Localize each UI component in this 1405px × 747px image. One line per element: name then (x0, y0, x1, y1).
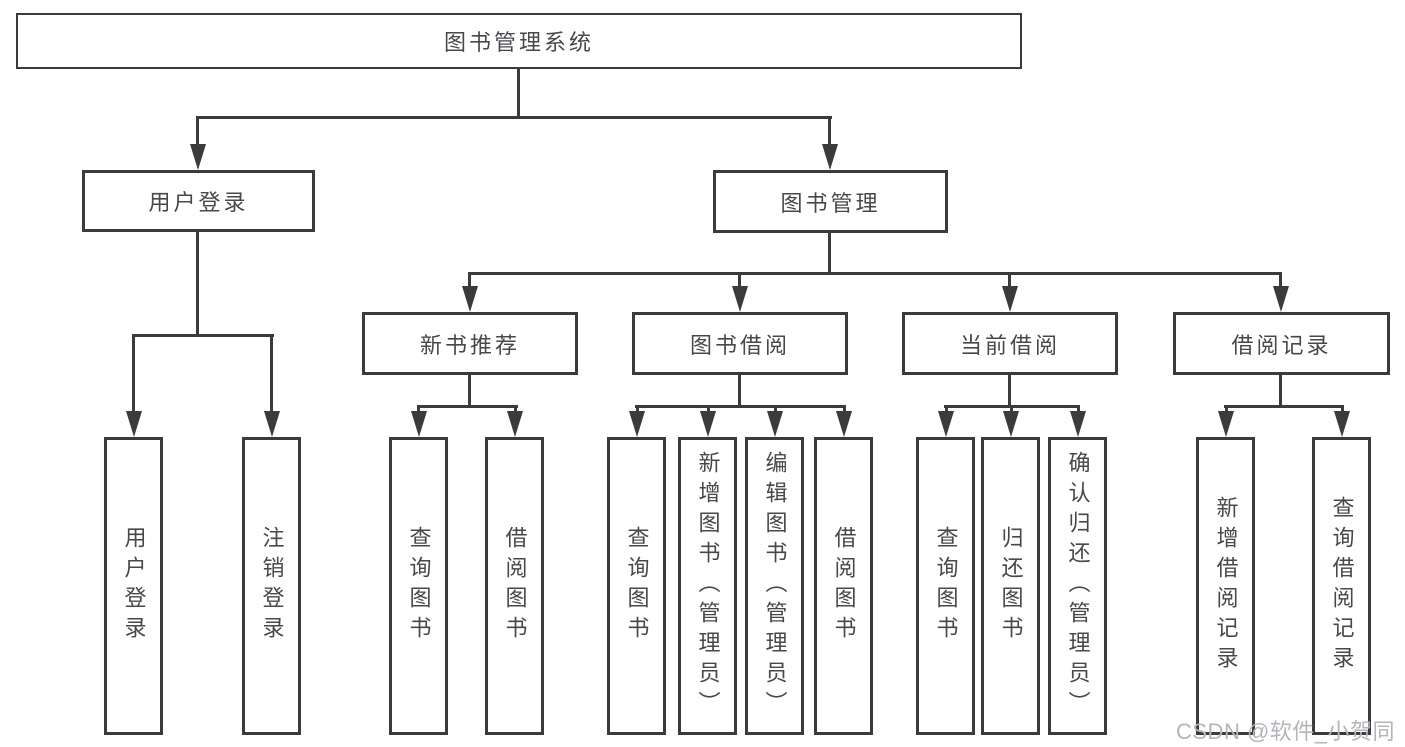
leaf-label: 编辑图书（管理员） (762, 451, 788, 721)
leaf-query-books-current: 查询图书 (916, 437, 975, 735)
connector-line (707, 405, 710, 414)
connector-line (417, 405, 420, 414)
node-label: 图书管理 (780, 190, 881, 216)
connector-line (1279, 375, 1282, 408)
connector-line (945, 405, 948, 414)
arrow-down-icon (1218, 411, 1234, 437)
leaf-return-books: 归还图书 (981, 437, 1040, 735)
leaf-borrow-books-recommend: 借阅图书 (485, 437, 544, 735)
node-label: 图书借阅 (689, 332, 790, 358)
leaf-label: 注销登录 (259, 526, 285, 646)
connector-line (1010, 405, 1013, 414)
leaf-label: 新增图书（管理员） (695, 451, 721, 721)
connector-line (196, 116, 832, 119)
connector-line (196, 232, 199, 337)
connector-line (417, 405, 518, 408)
arrow-down-icon (264, 411, 280, 437)
leaf-query-borrow-record: 查询借阅记录 (1312, 437, 1371, 735)
node-label: 借阅记录 (1231, 332, 1332, 358)
connector-line (270, 334, 273, 414)
connector-line (1077, 405, 1080, 414)
leaf-add-book-admin: 新增图书（管理员） (678, 437, 737, 735)
connector-line (468, 375, 471, 408)
leaf-borrow-books-borrowing: 借阅图书 (814, 437, 873, 735)
leaf-label: 查询图书 (624, 526, 650, 646)
arrow-down-icon (1070, 411, 1086, 437)
arrow-down-icon (938, 411, 954, 437)
leaf-query-books-borrowing: 查询图书 (607, 437, 666, 735)
leaf-label: 查询图书 (933, 526, 959, 646)
connector-line (843, 405, 846, 414)
connector-line (828, 233, 831, 275)
arrow-down-icon (1273, 286, 1289, 312)
connector-line (132, 334, 135, 414)
arrow-down-icon (1003, 411, 1019, 437)
node-book-management: 图书管理 (713, 170, 948, 233)
node-label: 图书管理系统 (443, 30, 594, 55)
arrow-down-icon (1334, 411, 1350, 437)
connector-line (514, 405, 517, 414)
arrow-down-icon (507, 411, 523, 437)
node-current-borrowing: 当前借阅 (902, 312, 1118, 375)
connector-line (738, 375, 741, 408)
arrow-down-icon (732, 286, 748, 312)
leaf-label: 归还图书 (998, 526, 1024, 646)
arrow-down-icon (836, 411, 852, 437)
node-label: 当前借阅 (959, 332, 1060, 358)
connector-line (828, 116, 831, 146)
connector-line (1279, 272, 1282, 288)
arrow-down-icon (190, 144, 206, 170)
arrow-down-icon (767, 411, 783, 437)
leaf-label: 借阅图书 (831, 526, 857, 646)
arrow-down-icon (411, 411, 427, 437)
leaf-confirm-return-admin: 确认归还（管理员） (1048, 437, 1107, 735)
arrow-down-icon (700, 411, 716, 437)
connector-line (468, 272, 471, 288)
node-new-book-recommendation: 新书推荐 (362, 312, 578, 375)
connector-line (196, 116, 199, 146)
node-borrowing-records: 借阅记录 (1173, 312, 1390, 375)
connector-line (636, 405, 639, 414)
connector-line (635, 405, 846, 408)
leaf-label: 借阅图书 (502, 526, 528, 646)
connector-line (1224, 405, 1344, 408)
connector-line (738, 272, 741, 288)
node-label: 用户登录 (148, 190, 249, 215)
leaf-label: 查询图书 (406, 526, 432, 646)
arrow-down-icon (629, 411, 645, 437)
arrow-down-icon (462, 286, 478, 312)
node-book-borrowing: 图书借阅 (632, 312, 848, 375)
leaf-label: 确认归还（管理员） (1065, 451, 1091, 721)
connector-line (517, 69, 520, 118)
connector-line (1008, 272, 1011, 288)
leaf-user-login: 用户登录 (104, 437, 163, 735)
arrow-down-icon (1002, 286, 1018, 312)
connector-line (1341, 405, 1344, 414)
connector-line (132, 334, 274, 337)
node-library-management-system: 图书管理系统 (16, 13, 1022, 69)
leaf-label: 用户登录 (121, 526, 147, 646)
node-user-login: 用户登录 (82, 170, 315, 232)
connector-line (468, 272, 1282, 275)
connector-line (774, 405, 777, 414)
leaf-label: 查询借阅记录 (1329, 496, 1355, 676)
arrow-down-icon (822, 144, 838, 170)
leaf-logout: 注销登录 (242, 437, 301, 735)
node-label: 新书推荐 (419, 332, 520, 358)
leaf-edit-book-admin: 编辑图书（管理员） (745, 437, 804, 735)
leaf-add-borrow-record: 新增借阅记录 (1196, 437, 1255, 735)
leaf-label: 新增借阅记录 (1213, 496, 1239, 676)
arrow-down-icon (126, 411, 142, 437)
csdn-watermark: CSDN @软件_小贺同学 (1176, 719, 1396, 744)
connector-line (1008, 375, 1011, 408)
leaf-query-books-recommend: 查询图书 (389, 437, 448, 735)
connector-line (1225, 405, 1228, 414)
